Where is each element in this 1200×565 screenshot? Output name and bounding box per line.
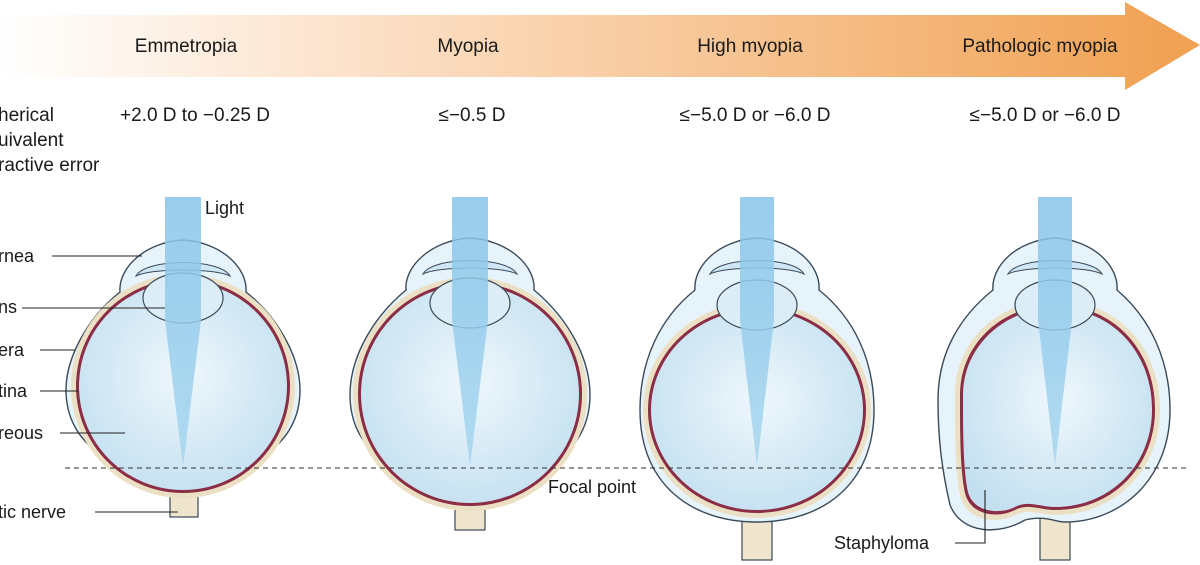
staphyloma-leader [955, 490, 986, 544]
eye-pathologic-myopia [937, 197, 1171, 561]
refraction-value-myopia: ≤−0.5 D [439, 105, 506, 126]
light-beam [740, 197, 774, 466]
refraction-label-line-3: ractive error [0, 155, 100, 176]
eye-myopia [349, 197, 591, 531]
stage-pathologic-myopia: Pathologic myopia [962, 36, 1118, 57]
anatomy-labels: Light rnea ns era tina reous tic nerve F… [0, 198, 986, 553]
stage-myopia: Myopia [437, 36, 499, 57]
eye-emmetropia [65, 197, 301, 518]
optic-nerve-label: tic nerve [0, 502, 66, 522]
cornea-label: rnea [0, 246, 35, 266]
progression-arrow: Emmetropia Myopia High myopia Pathologic… [0, 2, 1200, 90]
staphyloma-label: Staphyloma [834, 533, 930, 553]
vitreous-label: reous [0, 423, 43, 443]
eye-high-myopia [639, 197, 875, 561]
light-label: Light [205, 198, 244, 218]
lens-label: ns [0, 297, 17, 317]
refraction-value-high-myopia: ≤−5.0 D or −6.0 D [680, 105, 831, 126]
light-beam [165, 197, 201, 467]
focal-point-label: Focal point [548, 477, 636, 497]
refraction-value-pathologic-myopia: ≤−5.0 D or −6.0 D [970, 105, 1121, 126]
refractive-error-row: herical uivalent ractive error +2.0 D to… [0, 105, 1120, 176]
retina-label: tina [0, 381, 28, 401]
arrow-shape [0, 2, 1200, 90]
stage-emmetropia: Emmetropia [135, 36, 238, 57]
sclera-label: era [0, 340, 25, 360]
light-beam [1038, 197, 1072, 466]
refraction-label-line-2: uivalent [0, 130, 64, 151]
stage-high-myopia: High myopia [697, 36, 803, 57]
refraction-value-emmetropia: +2.0 D to −0.25 D [120, 105, 270, 126]
light-beam [452, 197, 488, 466]
refraction-label-line-1: herical [0, 105, 54, 126]
